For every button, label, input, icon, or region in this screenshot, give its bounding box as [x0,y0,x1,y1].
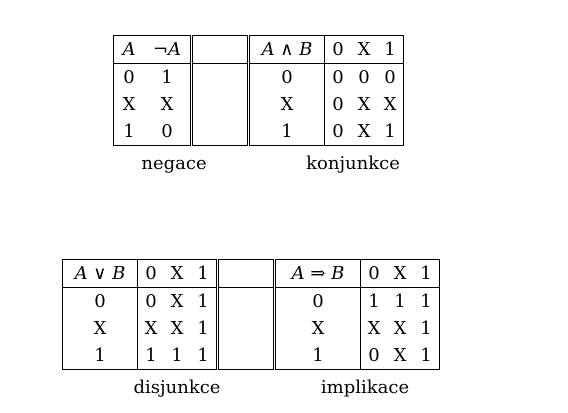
disjunkce-header-val: 0 [137,259,164,288]
table-cell: X [377,91,404,118]
table-cell: 1 [164,342,190,370]
disjunkce-header-val: X [164,259,190,288]
row-label: 0 [247,63,325,91]
table-cell: X [160,94,174,115]
negace-header-a: A [113,35,144,64]
table-cell: X [351,118,377,146]
table-cell: 1 [190,342,218,370]
table-cell: 0 [360,342,387,370]
konjunkce-header-op: A ∧ B [247,35,325,64]
table-cell: 1 [394,291,406,312]
disjunkce-header-op: A ∨ B [62,259,138,288]
table-cell: X [137,315,164,342]
table-cell: 1 [413,315,440,342]
table-cell: 1 [137,342,164,370]
table-cell: 0 [324,63,351,91]
table-cell: X [113,91,144,118]
row-label: 1 [247,118,325,146]
table-cell: 1 [113,118,144,146]
table-cell: 0 [324,118,351,146]
implikace-caption: implikace [320,377,410,398]
table-cell: 0 [137,287,164,315]
table-cell: X [170,291,184,312]
table-row: 1 0 1 0 X 1 [113,118,404,146]
negace-header-not-a: ¬A [144,35,192,64]
row-label: 1 [62,342,138,370]
table-cell: 0 [113,63,144,91]
table-cell: 1 [413,287,440,315]
konjunkce-header-val: 1 [377,35,404,64]
table-cell: 1 [360,287,387,315]
table-cell: 1 [197,291,209,312]
table-row: X X X 1 X X X 1 [62,315,440,342]
spacer-cell [190,91,249,118]
table-cell: X [387,342,413,370]
table-row: 0 1 0 0 0 0 [113,63,404,91]
row-label: 0 [62,287,138,315]
konjunkce-header-val: 0 [324,35,351,64]
table-cell: 0 [324,91,351,118]
disjunkce-caption: disjunkce [133,377,221,398]
spacer-cell [190,63,249,91]
implikace-header-op: A ⇒ B [273,259,361,288]
row-label: X [273,315,361,342]
table-row: X X X 0 X X [113,91,404,118]
konjunkce-caption: konjunkce [306,153,400,174]
table-cell: X [393,318,407,339]
table-cell: 1 [377,118,404,146]
implikace-header-val: X [387,259,413,288]
table-cell: X [360,315,387,342]
implikace-header-val: 1 [413,259,440,288]
table-cell: X [170,318,184,339]
table-cell: X [357,94,371,115]
negace-caption: negace [141,153,207,174]
spacer-cell [190,118,249,146]
row-label: 1 [273,342,361,370]
disjunkce-implikace-table: A ∨ B 0 X 1 A ⇒ B 0 X 1 0 0 X 1 0 1 1 1 … [62,259,440,370]
spacer-cell [216,287,275,315]
table-cell: 0 [377,63,404,91]
table-cell: 1 [161,67,173,88]
spacer-cell [216,342,275,370]
table-cell: 1 [413,342,440,370]
table-header-row: A ∨ B 0 X 1 A ⇒ B 0 X 1 [62,259,440,288]
implikace-header-val: 0 [360,259,387,288]
table-cell: 1 [197,318,209,339]
table-row: 1 1 1 1 1 0 X 1 [62,342,440,370]
spacer-cell [216,315,275,342]
table-header-row: A ¬A A ∧ B 0 X 1 [113,35,404,64]
negace-konjunkce-table: A ¬A A ∧ B 0 X 1 0 1 0 0 0 0 X X X 0 X X… [113,35,404,146]
row-label: X [247,91,325,118]
row-label: 0 [273,287,361,315]
spacer-cell [216,259,275,288]
spacer-cell [190,35,249,64]
row-label: X [62,315,138,342]
table-row: 0 0 X 1 0 1 1 1 [62,287,440,315]
table-cell: 0 [144,118,192,146]
table-cell: 0 [358,67,370,88]
disjunkce-header-val: 1 [190,259,218,288]
konjunkce-header-val: X [351,35,377,64]
